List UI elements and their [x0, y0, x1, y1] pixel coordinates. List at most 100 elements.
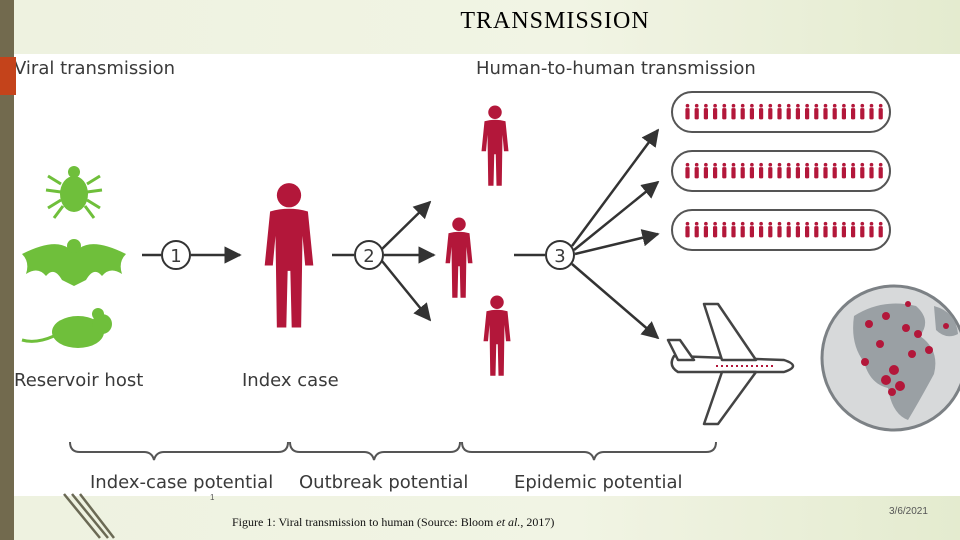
crowd-person-icon	[869, 162, 874, 179]
crowd-person-icon	[740, 103, 745, 120]
crowd-person-icon	[878, 162, 883, 179]
outbreak-potential-label: Outbreak potential	[299, 472, 468, 493]
left-accent-bar	[0, 0, 14, 540]
reservoir-host-label: Reservoir host	[14, 370, 143, 391]
crowd-person-icon	[731, 221, 736, 238]
crowd-person-icon	[713, 103, 718, 120]
accent-tab	[0, 57, 16, 95]
epidemic-potential-label: Epidemic potential	[514, 472, 683, 493]
crowd-person-icon	[805, 221, 810, 238]
crowd-person-icon	[759, 221, 764, 238]
crowd-person-icon	[740, 162, 745, 179]
crowd-person-icon	[768, 221, 773, 238]
crowd-person-icon	[703, 162, 708, 179]
crowd-person-icon	[731, 162, 736, 179]
step-3-number: 3	[554, 246, 565, 267]
secondary-case-middle-person-icon	[445, 217, 473, 298]
crowd-person-icon	[731, 103, 736, 120]
crowd-person-icon	[814, 221, 819, 238]
crowd-person-icon	[722, 103, 727, 120]
crowd-person-icon	[869, 221, 874, 238]
crowd-person-icon	[786, 103, 791, 120]
crowd-person-icon	[851, 221, 856, 238]
crowd-person-icon	[759, 103, 764, 120]
crowd-person-icon	[805, 162, 810, 179]
crowd-person-icon	[878, 221, 883, 238]
crowd-person-icon	[851, 103, 856, 120]
crowd-person-icon	[749, 162, 754, 179]
crowd-person-icon	[777, 103, 782, 120]
crowd-person-icon	[713, 221, 718, 238]
crowd-person-icon	[694, 103, 699, 120]
crowd-person-icon	[878, 103, 883, 120]
crowd-person-icon	[841, 221, 846, 238]
crowd-person-icon	[768, 103, 773, 120]
transmission-diagram: Viral transmission Human-to-human transm…	[14, 58, 960, 493]
figure-caption: Figure 1: Viral transmission to human (S…	[232, 515, 554, 530]
crowd-person-icon	[722, 162, 727, 179]
crowd-person-icon	[749, 221, 754, 238]
step-2-number: 2	[363, 246, 374, 267]
slide-date: 3/6/2021	[889, 506, 928, 517]
crowd-person-icon	[685, 221, 690, 238]
crowd-person-icon	[851, 162, 856, 179]
crowd-person-icon	[777, 162, 782, 179]
corner-decoration	[63, 493, 115, 539]
globe-icon	[820, 284, 960, 432]
bat-icon	[22, 239, 126, 286]
crowd-group-3	[671, 209, 891, 251]
crowd-person-icon	[860, 103, 865, 120]
transmission-figure: Viral transmission Human-to-human transm…	[14, 54, 960, 496]
step-1-number: 1	[170, 246, 181, 267]
phase-brackets	[69, 441, 717, 461]
index-case-potential-label: Index-case potential	[90, 472, 273, 493]
caption-prefix: Figure 1: Viral transmission to human (S…	[232, 515, 497, 529]
crowd-person-icon	[740, 221, 745, 238]
crowd-person-icon	[795, 103, 800, 120]
crowd-person-icon	[759, 162, 764, 179]
crowd-person-icon	[685, 103, 690, 120]
crowd-person-icon	[768, 162, 773, 179]
airplane-icon	[666, 302, 795, 426]
mouse-icon	[21, 308, 112, 348]
caption-suffix: , 2017)	[520, 515, 555, 529]
crowd-person-icon	[832, 162, 837, 179]
crowd-person-icon	[869, 103, 874, 120]
crowd-person-icon	[786, 221, 791, 238]
human-transmission-heading: Human-to-human transmission	[476, 58, 756, 79]
crowd-person-icon	[823, 162, 828, 179]
slide-number: 1	[210, 493, 215, 502]
step-3-arrows: 3	[514, 128, 660, 340]
crowd-person-icon	[832, 221, 837, 238]
secondary-case-bottom-person-icon	[483, 295, 511, 376]
step-1-arrow: 1	[142, 240, 242, 270]
crowd-person-icon	[722, 221, 727, 238]
crowd-person-icon	[703, 103, 708, 120]
crowd-person-icon	[823, 103, 828, 120]
crowd-person-icon	[814, 162, 819, 179]
crowd-person-icon	[786, 162, 791, 179]
crowd-person-icon	[814, 103, 819, 120]
crowd-group-2	[671, 150, 891, 192]
step-2-arrows: 2	[332, 200, 436, 322]
crowd-person-icon	[703, 221, 708, 238]
crowd-person-icon	[713, 162, 718, 179]
crowd-group-1	[671, 91, 891, 133]
crowd-person-icon	[795, 162, 800, 179]
tick-icon	[45, 166, 103, 219]
crowd-person-icon	[749, 103, 754, 120]
crowd-person-icon	[694, 221, 699, 238]
crowd-person-icon	[860, 162, 865, 179]
index-case-person-icon	[264, 183, 314, 328]
viral-transmission-heading: Viral transmission	[14, 58, 175, 79]
index-case-label: Index case	[242, 370, 339, 391]
crowd-person-icon	[795, 221, 800, 238]
caption-italic: et al.	[496, 515, 521, 529]
crowd-person-icon	[777, 221, 782, 238]
crowd-person-icon	[832, 103, 837, 120]
crowd-person-icon	[841, 103, 846, 120]
crowd-person-icon	[823, 221, 828, 238]
crowd-person-icon	[860, 221, 865, 238]
secondary-case-top-person-icon	[481, 105, 509, 186]
slide-title: TRANSMISSION	[460, 8, 650, 34]
